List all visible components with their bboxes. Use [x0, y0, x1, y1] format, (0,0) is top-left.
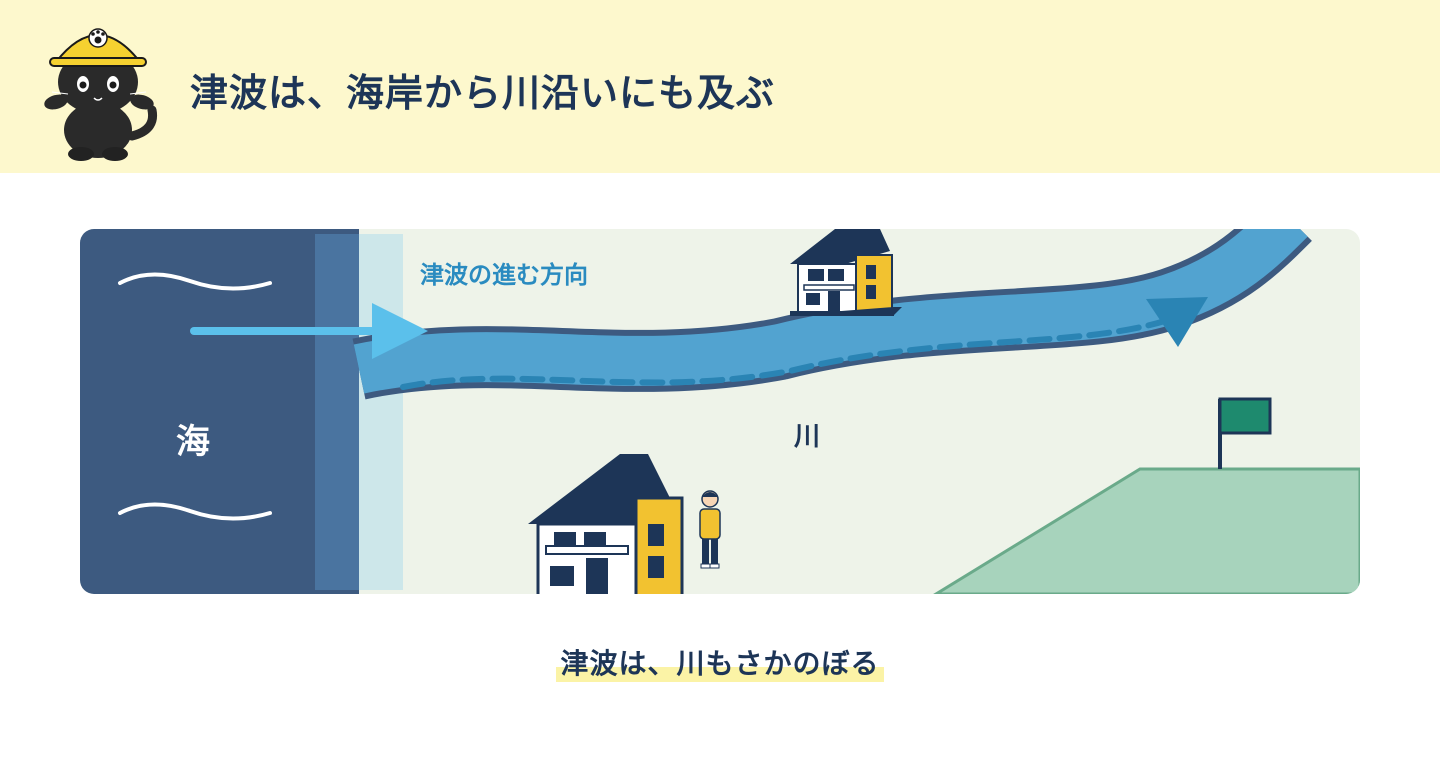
sea-label: 海: [176, 422, 210, 462]
arrow-icon-head: [372, 303, 428, 359]
river-label: 川: [794, 422, 821, 452]
page-title: 津波は、海岸から川沿いにも及ぶ: [190, 71, 776, 115]
header-banner: 津波は、海岸から川沿いにも及ぶ: [0, 0, 1440, 173]
shore-strip: [315, 234, 359, 590]
wave-icon: [118, 502, 272, 521]
coast-strip: [359, 234, 403, 590]
tsunami-river-diagram: 海 津波の進む方向 川: [80, 229, 1360, 594]
house-icon: [528, 454, 684, 594]
river-body: [353, 229, 1308, 394]
flag-icon: [1218, 397, 1272, 435]
river-flow-line: [400, 318, 1168, 390]
mascot-cat-icon: [44, 28, 158, 161]
wave-icon: [118, 272, 272, 291]
evacuation-hill: [933, 467, 1360, 594]
diagram-caption: 津波は、川もさかのぼる: [556, 642, 884, 682]
sea-area: [80, 229, 359, 594]
person-icon: [699, 490, 721, 569]
river-flow-arrowhead: [1146, 297, 1208, 347]
house-icon: [790, 229, 902, 316]
diagram-canvas: [80, 229, 1360, 594]
tsunami-direction-label: 津波の進む方向: [420, 261, 588, 289]
caption-container: 津波は、川もさかのぼる: [0, 642, 1440, 682]
